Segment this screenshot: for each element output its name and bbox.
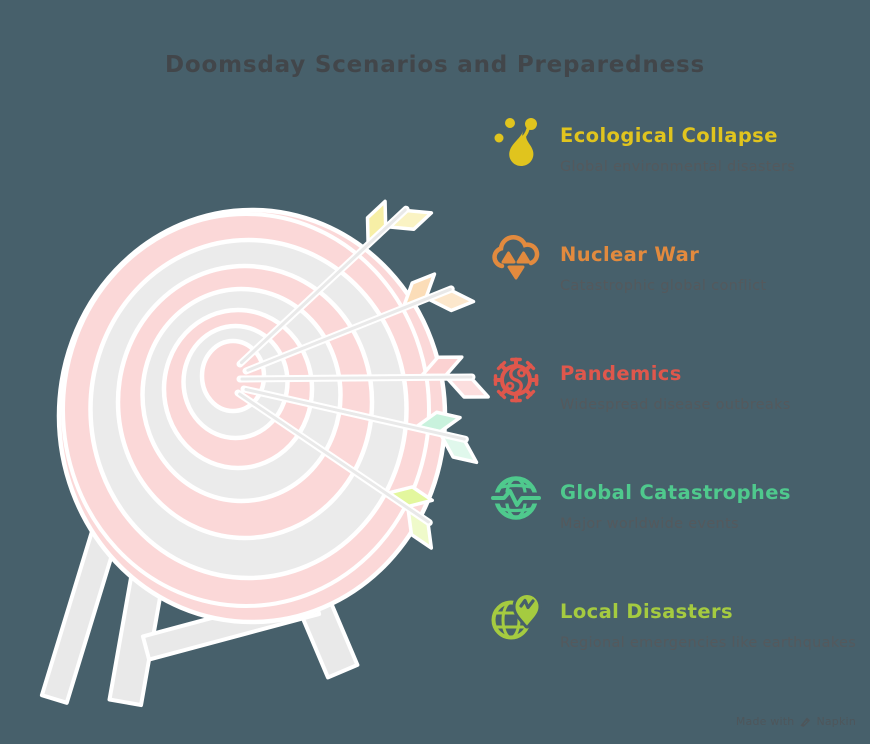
scenario-title: Nuclear War: [560, 243, 700, 266]
arrow-ecological-collapse: [236, 181, 434, 368]
arrow-global-catastrophes: [240, 385, 488, 465]
scenario-item-nuclear-war: Nuclear War Catastrophic global conflict: [490, 231, 862, 294]
scenario-item-ecological-collapse: Ecological Collapse Global environmental…: [490, 112, 862, 175]
scenario-description: Catastrophic global conflict: [560, 278, 767, 294]
scenario-title: Global Catastrophes: [560, 481, 791, 504]
scenario-item-global-catastrophes: Global Catastrophes Major worldwide even…: [490, 469, 862, 532]
scenario-item-local-disasters: Local Disasters Regional emergencies lik…: [490, 588, 862, 651]
scenario-title: Ecological Collapse: [560, 124, 778, 147]
archery-target: [56, 207, 448, 625]
arrow-local-disasters: [234, 389, 456, 550]
brand-text: Napkin: [816, 715, 856, 728]
arrow-nuclear-war: [242, 262, 476, 375]
arrow-pandemics: [236, 355, 490, 400]
made-with-napkin: Made with Napkin: [736, 715, 856, 728]
globe-pulse-icon: [490, 472, 542, 524]
globe-pin-icon: [490, 591, 542, 643]
fire-icon: [490, 115, 542, 167]
scenario-description: Global environmental disasters: [560, 159, 796, 175]
scenario-description: Major worldwide events: [560, 516, 739, 532]
scenario-title: Local Disasters: [560, 600, 734, 623]
scenario-item-pandemics: Pandemics Widespread disease outbreaks: [490, 350, 862, 413]
page-title: Doomsday Scenarios and Preparedness: [165, 52, 705, 78]
arrows: [234, 181, 490, 550]
scenario-title: Pandemics: [560, 362, 682, 385]
virus-icon: [490, 353, 542, 405]
scenario-description: Widespread disease outbreaks: [560, 397, 791, 413]
nuclear-cloud-icon: [490, 234, 542, 286]
scenario-list: Ecological Collapse Global environmental…: [490, 112, 862, 707]
napkin-pen-icon: [801, 717, 811, 727]
scenario-description: Regional emergencies like earthquakes: [560, 635, 857, 651]
made-with-text: Made with: [735, 715, 795, 728]
